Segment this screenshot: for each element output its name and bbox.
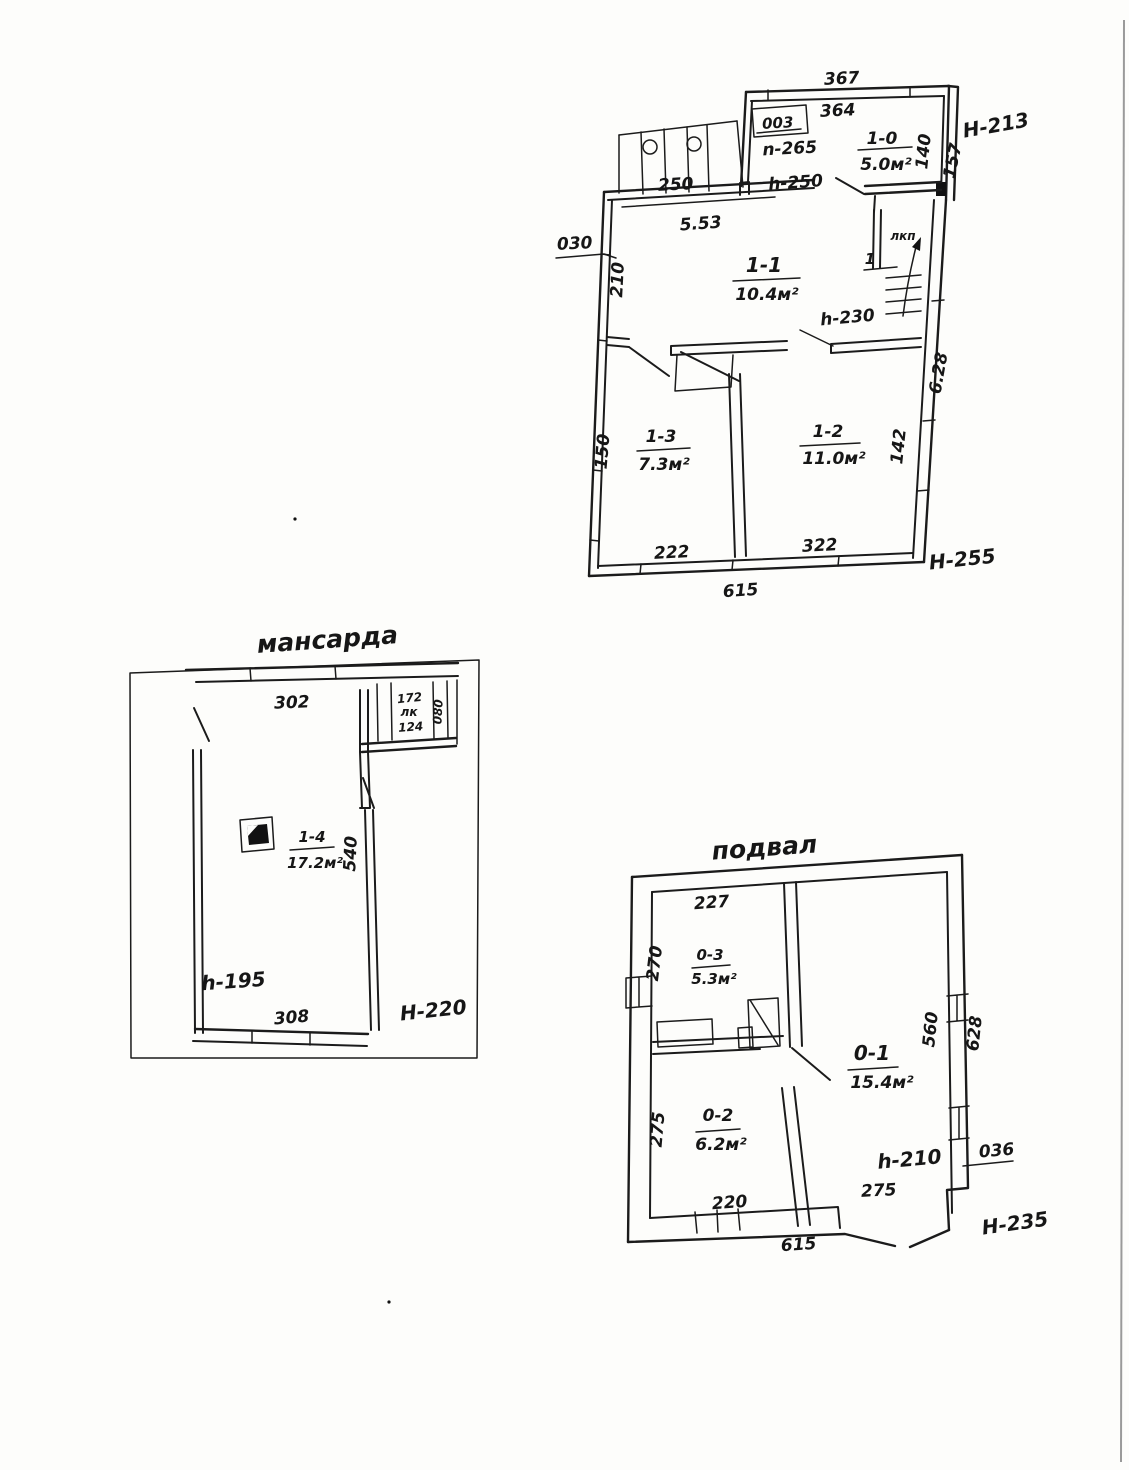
attic-stair-dim-side: 080 [430, 699, 445, 725]
speck [293, 517, 297, 521]
height-mark-h220: H-220 [399, 995, 468, 1026]
basement-window-left [625, 975, 653, 1009]
basement-dim-275b: 275 [860, 1180, 896, 1202]
stove-notch [247, 825, 258, 836]
dim-annex-top-outer: 367 [823, 68, 860, 90]
attic-stair-dim1: 172 [396, 690, 422, 707]
room-0-3-area: 5.3м² [691, 970, 737, 988]
basement-dim-220: 220 [711, 1192, 748, 1214]
room-1-0-id: 1-0 [867, 129, 898, 149]
room-1-4-area: 17.2м² [287, 854, 343, 872]
height-mark-h255: H-255 [928, 544, 997, 575]
attic-dim-bottom: 308 [273, 1006, 310, 1029]
basement-partitions [652, 881, 831, 1227]
basement-plan: подвал 227 0-3 5.3м² 270 0-2 6.2м² 275 2… [625, 829, 1050, 1256]
stair-direction-arrow [902, 242, 918, 317]
mark-030: 030 [556, 233, 593, 255]
h230-leader-line [799, 329, 834, 347]
height-mark-h235: H-235 [980, 1207, 1049, 1240]
basement-dim-bottom-total: 615 [780, 1234, 817, 1256]
basement-door-leaf [791, 1047, 831, 1081]
room-1-2-id: 1-2 [813, 422, 844, 442]
attic-stair-dim2: 124 [398, 719, 424, 735]
note-h250: h-250 [768, 171, 824, 195]
basement-bottom-outer [626, 1232, 897, 1248]
basement-window-right-upper [946, 993, 969, 1023]
entrance-slant [908, 1228, 951, 1249]
basement-walls [625, 853, 970, 1249]
note-n265: n-265 [762, 138, 818, 161]
dim-annex-right-outer: 157 [940, 141, 967, 180]
dim-main-width: 5.53 [679, 213, 722, 236]
porch-column [642, 139, 658, 155]
room-1-3-area: 7.3м² [638, 455, 690, 475]
annex-door-leaf [835, 177, 865, 195]
stairs-number: 1 [865, 250, 875, 268]
room-0-2-area: 6.2м² [695, 1135, 747, 1155]
dim-left-lower: 150 [592, 433, 615, 470]
basement-note-h210: h-210 [876, 1144, 942, 1174]
room-1-3-id: 1-3 [646, 427, 677, 447]
basement-shelf [656, 1018, 714, 1048]
dim-annex-right: 140 [912, 133, 936, 171]
room-1-1-area: 10.4м² [735, 285, 799, 305]
note-h230: h-230 [819, 306, 875, 331]
dim-porch-250: 250 [657, 174, 694, 196]
stairs-label: лкп [890, 229, 915, 243]
attic-door-leaf [193, 707, 210, 742]
basement-stairs [747, 997, 781, 1049]
attic-title: мансарда [256, 620, 399, 659]
room-1-1-id: 1-1 [746, 253, 782, 277]
basement-mark-036: 036 [978, 1139, 1015, 1162]
room-0-1-area: 15.4м² [850, 1073, 914, 1093]
page-edge-line [1120, 19, 1125, 1463]
dim-bottom-right: 322 [801, 535, 837, 557]
attic-stairwell [359, 679, 458, 809]
dim-right-outer: 6.28 [926, 351, 953, 396]
dim-annex-top-inner: 364 [819, 100, 855, 122]
basement-title: подвал [711, 829, 818, 865]
height-mark-h213: H-213 [961, 107, 1031, 142]
attic-plan: мансарда 302 172 лк 124 080 1-4 17.2м² 5… [129, 620, 480, 1059]
attic-stair-label: лк [401, 705, 419, 719]
basement-dim-left-lower: 275 [647, 1111, 670, 1148]
basement-window-bottom [694, 1208, 741, 1234]
room13-door-leaf [628, 346, 670, 377]
stair-arrow-head [912, 237, 921, 251]
first-floor-plan: 367 364 1-0 5.0м² 140 157 H-213 003 n-26… [555, 68, 1031, 602]
attic-dim-top: 302 [274, 692, 310, 713]
dim-right-inner: 142 [887, 428, 911, 465]
interior-stairs [863, 209, 922, 317]
basement-dim-right-inner: 560 [919, 1011, 943, 1049]
porch-landing [751, 104, 809, 138]
dim-bottom-total: 615 [722, 580, 759, 602]
first-floor-annex-walls [739, 84, 960, 202]
basement-dim-227: 227 [693, 892, 730, 914]
porch-steps [618, 104, 809, 196]
basement-dim-left-upper: 270 [643, 944, 667, 982]
first-floor-partitions [606, 329, 922, 558]
room-0-3-id: 0-3 [696, 946, 723, 964]
attic-stove [239, 816, 275, 853]
dim-bottom-left: 222 [653, 542, 689, 564]
closet-door-leaf [680, 351, 740, 382]
speck [387, 1300, 391, 1304]
attic-dim-right-wall: 540 [340, 835, 362, 872]
room-0-2-id: 0-2 [703, 1106, 734, 1126]
room-1-0-area: 5.0м² [860, 155, 912, 175]
entry-door-icon [739, 181, 750, 196]
basement-window-right-lower [948, 1105, 970, 1141]
basement-dim-right-outer: 628 [963, 1015, 987, 1053]
dim-left-upper: 210 [607, 261, 629, 298]
porch-column [686, 136, 702, 152]
room-1-4-id: 1-4 [298, 828, 325, 846]
note-003: 003 [762, 113, 794, 133]
attic-note-h195: h-195 [201, 967, 267, 995]
basement-stair-post [737, 1026, 754, 1049]
room-0-1-id: 0-1 [854, 1041, 890, 1065]
room-1-2-area: 11.0м² [802, 449, 866, 469]
first-floor-main-walls [587, 178, 948, 578]
